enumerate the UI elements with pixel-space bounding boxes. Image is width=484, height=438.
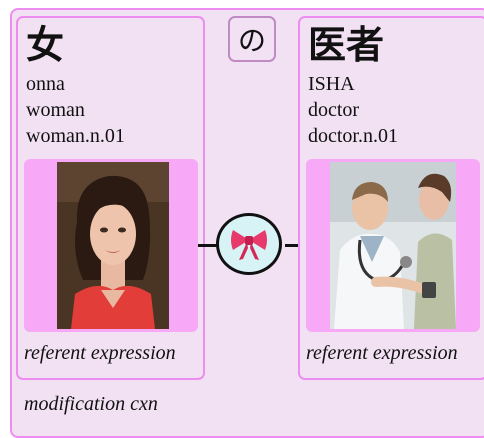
referent-caption: referent expression xyxy=(306,342,458,364)
doctor-photo xyxy=(330,162,456,329)
kanji-label: 医者 xyxy=(308,23,385,67)
image-panel xyxy=(24,159,198,332)
english-gloss: doctor xyxy=(308,99,360,121)
construction-label: modification cxn xyxy=(24,393,158,415)
referent-card-woman: 女 onna woman woman.n.01 xyxy=(16,16,205,380)
connector-line-right xyxy=(285,244,307,247)
image-panel xyxy=(306,159,480,332)
english-gloss: woman xyxy=(26,99,85,121)
particle-label: の xyxy=(237,24,266,57)
modification-node xyxy=(216,213,282,275)
wordnet-synset: woman.n.01 xyxy=(26,125,125,147)
woman-photo xyxy=(57,162,169,329)
referent-card-doctor: 医者 ISHA doctor doctor.n.01 xyxy=(298,16,484,380)
romaji-reading: onna xyxy=(26,73,65,95)
wordnet-synset: doctor.n.01 xyxy=(308,125,398,147)
kanji-label: 女 xyxy=(26,23,65,67)
romaji-reading: ISHA xyxy=(308,73,355,95)
referent-caption: referent expression xyxy=(24,342,176,364)
particle-no-box: の xyxy=(228,16,276,62)
ribbon-icon xyxy=(231,230,267,260)
connector-line-left xyxy=(198,244,220,247)
